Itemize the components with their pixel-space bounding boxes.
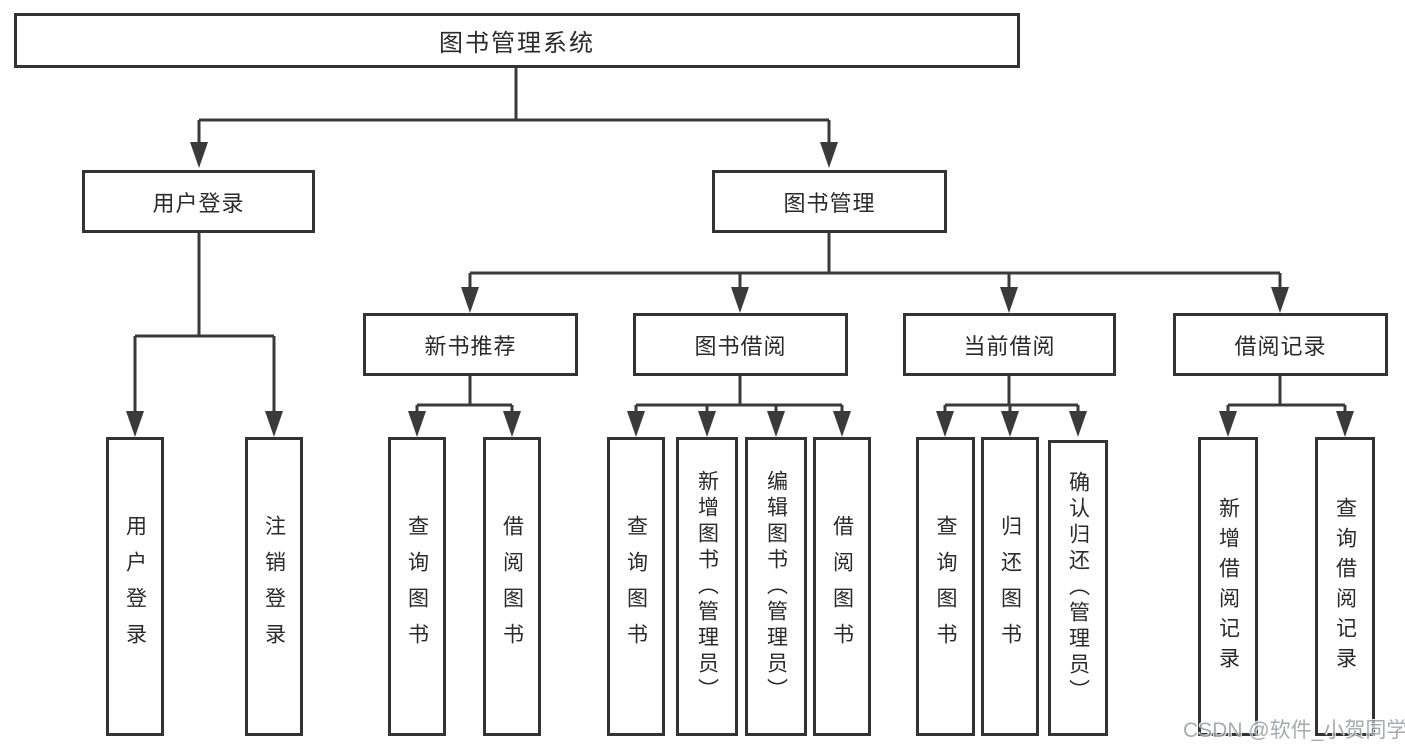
node-current-borrow: 当前借阅	[903, 313, 1116, 376]
arrowhead	[461, 287, 479, 313]
node-label: 新增图书（管理员）	[695, 469, 719, 704]
node-label: 用户登录	[152, 190, 245, 216]
node-br-query-record: 查询借阅记录	[1315, 437, 1375, 736]
node-label: 编辑图书（管理员）	[764, 469, 788, 704]
arrowhead	[627, 411, 645, 437]
arrowhead	[1000, 287, 1018, 313]
arrowhead	[833, 411, 851, 437]
node-label: 借阅记录	[1234, 333, 1327, 359]
node-label: 查询图书	[624, 514, 648, 659]
node-cb-return-books: 归还图书	[981, 437, 1039, 736]
connector-book-mgmt	[468, 232, 1282, 291]
arrowhead	[1271, 287, 1289, 313]
arrowhead	[265, 411, 283, 437]
node-root: 图书管理系统	[14, 13, 1020, 68]
arrowhead	[1001, 411, 1019, 437]
node-book-mgmt: 图书管理	[712, 170, 947, 233]
node-label: 查询图书	[934, 514, 957, 659]
node-label: 注销登录	[262, 514, 286, 659]
arrowhead	[126, 411, 144, 437]
node-label: 借阅图书	[830, 514, 854, 659]
node-label: 借阅图书	[500, 514, 524, 659]
arrowhead	[1219, 411, 1237, 437]
node-label: 新增借阅记录	[1216, 496, 1240, 677]
node-bb-borrow-books: 借阅图书	[813, 437, 871, 736]
node-nr-borrow-books: 借阅图书	[483, 437, 541, 736]
node-label: 图书管理	[783, 190, 876, 216]
node-label: 确认归还（管理员）	[1066, 471, 1090, 705]
node-cb-confirm-return-admin: 确认归还（管理员）	[1048, 440, 1108, 736]
connector-root	[197, 67, 831, 144]
node-label: 查询借阅记录	[1333, 496, 1357, 677]
node-label: 图书管理系统	[439, 30, 595, 57]
node-label: 用户登录	[123, 514, 147, 659]
arrowhead	[1336, 411, 1354, 437]
arrowhead	[820, 142, 838, 168]
arrowhead	[767, 411, 785, 437]
connector-current-borrow	[943, 374, 1080, 416]
node-label: 当前借阅	[963, 333, 1056, 359]
node-bb-query-books: 查询图书	[607, 437, 665, 736]
node-borrow-records: 借阅记录	[1173, 313, 1388, 376]
connector-book-borrow	[634, 374, 844, 416]
arrowhead	[503, 411, 521, 437]
node-label: 查询图书	[405, 514, 429, 659]
node-label: 归还图书	[998, 514, 1022, 659]
node-user-login: 用户登录	[82, 170, 315, 233]
arrowhead	[1069, 411, 1087, 437]
node-bb-add-books-admin: 新增图书（管理员）	[676, 437, 738, 736]
node-br-add-record: 新增借阅记录	[1198, 437, 1258, 736]
connector-new-book	[415, 374, 514, 416]
connector-user-login	[133, 232, 276, 413]
connector-borrow-records	[1226, 374, 1347, 416]
node-cb-query-books: 查询图书	[916, 437, 975, 736]
node-user-login-action: 用户登录	[106, 437, 164, 736]
arrowhead	[190, 142, 208, 168]
node-logout: 注销登录	[245, 437, 303, 736]
arrowhead	[936, 411, 954, 437]
node-label: 新书推荐	[424, 333, 517, 359]
node-book-borrow: 图书借阅	[633, 313, 848, 376]
node-nr-query-books: 查询图书	[388, 437, 446, 736]
node-bb-edit-books-admin: 编辑图书（管理员）	[745, 437, 807, 736]
arrowhead	[731, 287, 749, 313]
arrowhead	[698, 411, 716, 437]
node-label: 图书借阅	[694, 333, 787, 359]
arrowhead	[408, 411, 426, 437]
node-new-book-recommend: 新书推荐	[363, 313, 578, 376]
